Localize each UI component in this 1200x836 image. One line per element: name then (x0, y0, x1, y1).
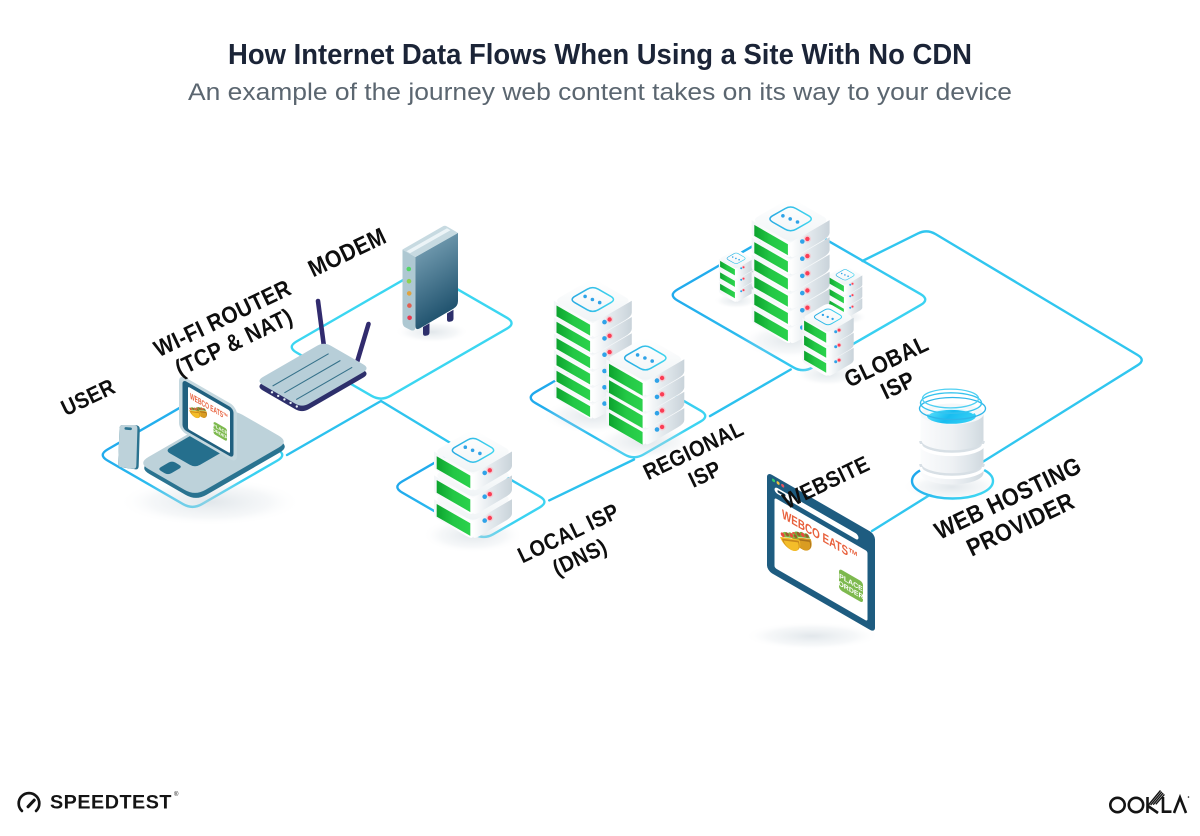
svg-text:How Internet Data Flows When U: How Internet Data Flows When Using a Sit… (228, 39, 972, 71)
svg-text:An example of the journey web: An example of the journey web content ta… (188, 79, 1012, 106)
svg-text:®: ® (174, 791, 179, 798)
svg-text:SPEEDTEST: SPEEDTEST (50, 793, 172, 814)
